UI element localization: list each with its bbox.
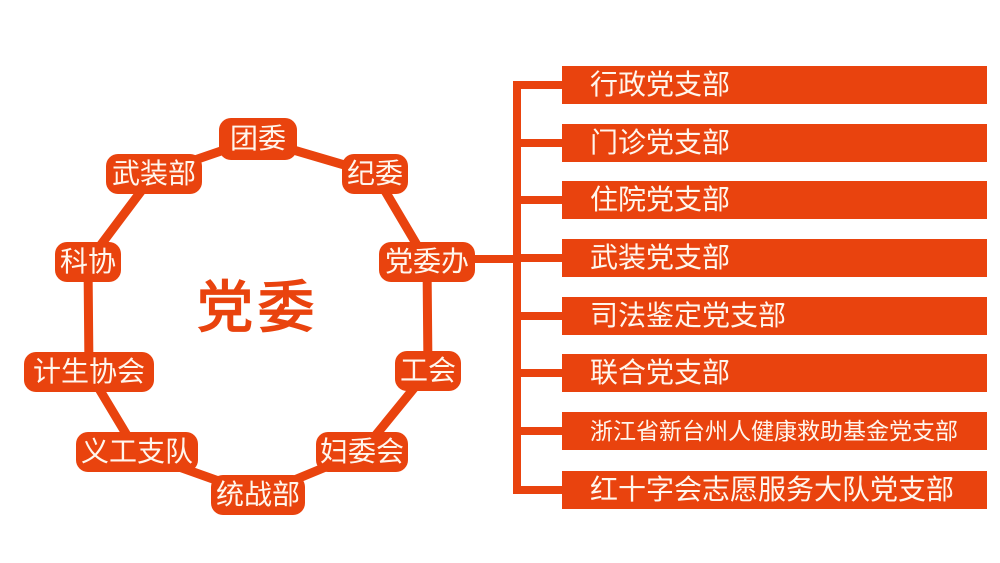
ring-node-discipline-committee: 纪委	[342, 154, 408, 194]
ring-node-science-association: 科协	[55, 242, 121, 282]
branch-bar-armed-forces-party-branch: 武装党支部	[562, 239, 987, 277]
branch-bar-inpatient-party-branch: 住院党支部	[562, 181, 987, 219]
branch-bar-judicial-appraisal-party-branch: 司法鉴定党支部	[562, 297, 987, 335]
branch-bar-administrative-party-branch: 行政党支部	[562, 66, 987, 104]
ring-node-volunteer-detachment: 义工支队	[76, 432, 198, 472]
branch-bar-united-party-branch: 联合党支部	[562, 354, 987, 392]
ring-node-armed-forces-department: 武装部	[106, 154, 202, 194]
ring-node-united-front-department: 统战部	[211, 475, 305, 515]
ring-node-family-planning-association: 计生协会	[24, 352, 154, 392]
ring-node-womens-committee: 妇委会	[316, 432, 408, 472]
center-title: 党委	[197, 276, 319, 339]
ring-node-party-committee-office: 党委办	[379, 242, 475, 282]
ring-node-labor-union: 工会	[395, 351, 461, 391]
branch-bar-health-aid-fund-party-branch: 浙江省新台州人健康救助基金党支部	[562, 412, 987, 450]
branch-bar-red-cross-volunteer-party-branch: 红十字会志愿服务大队党支部	[562, 471, 987, 509]
branch-bar-outpatient-party-branch: 门诊党支部	[562, 124, 987, 162]
ring-node-youth-league-committee: 团委	[219, 118, 297, 160]
